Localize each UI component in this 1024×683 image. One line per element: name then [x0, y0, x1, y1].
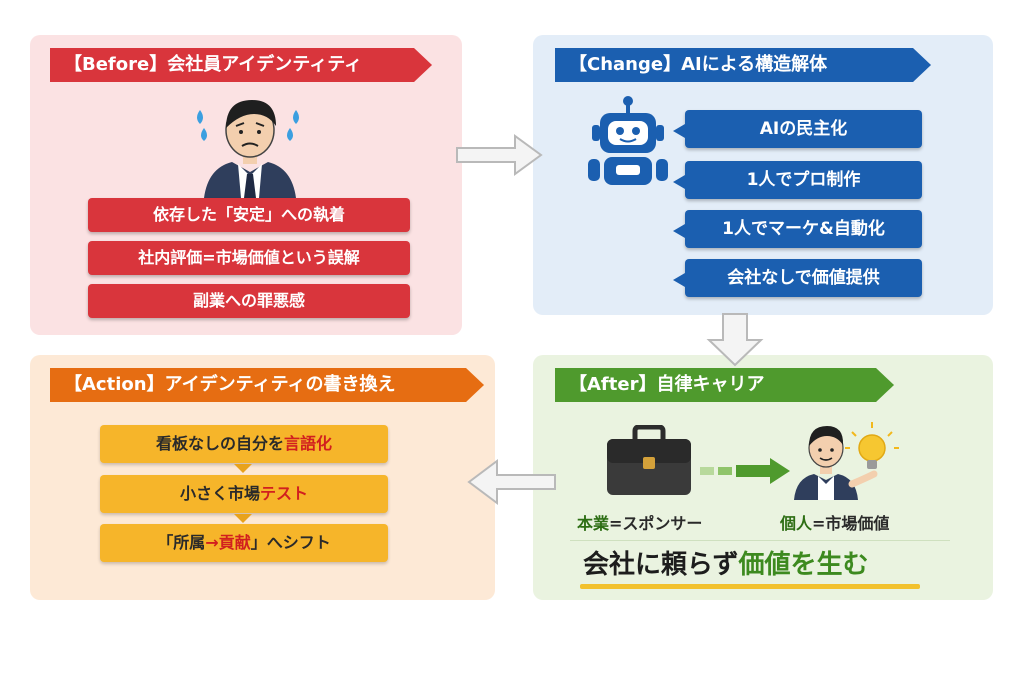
change-item-2: 1人でプロ制作 — [673, 161, 922, 199]
slogan-divider — [570, 540, 950, 541]
after-slogan: 会社に頼らず価値を生む — [583, 550, 869, 580]
green-arrow-right-icon — [700, 458, 790, 484]
flow-arrow-left-icon — [467, 459, 556, 505]
action-step-arrow-2-icon — [234, 514, 252, 523]
change-title: 【Change】AIによる構造解体 — [555, 48, 931, 82]
before-item-1: 依存した「安定」への執着 — [88, 198, 410, 232]
before-title: 【Before】会社員アイデンティティ — [50, 48, 432, 82]
after-title: 【After】自律キャリア — [555, 368, 894, 402]
action-item-1: 看板なしの自分を言語化 — [100, 425, 388, 463]
flow-arrow-down-icon — [706, 313, 764, 367]
after-caption-sponsor: 本業=スポンサー — [577, 514, 703, 533]
action-item-3: 「所属→貢献」へシフト — [100, 524, 388, 562]
after-caption-market-value: 個人=市場価値 — [780, 514, 890, 533]
change-item-1: AIの民主化 — [673, 110, 922, 148]
worried-businessman-icon — [197, 100, 299, 198]
before-item-3: 副業への罪悪感 — [88, 284, 410, 318]
action-step-arrow-1-icon — [234, 464, 252, 473]
before-item-2: 社内評価=市場価値という誤解 — [88, 241, 410, 275]
action-title: 【Action】アイデンティティの書き換え — [50, 368, 484, 402]
slogan-underline — [580, 584, 920, 589]
person-with-lightbulb-icon — [794, 422, 899, 500]
change-item-4: 会社なしで価値提供 — [673, 259, 922, 297]
action-item-2: 小さく市場テスト — [100, 475, 388, 513]
briefcase-icon — [607, 425, 691, 495]
flow-arrow-right-icon — [456, 134, 543, 176]
change-item-3: 1人でマーケ&自動化 — [673, 210, 922, 248]
robot-icon — [588, 96, 668, 185]
